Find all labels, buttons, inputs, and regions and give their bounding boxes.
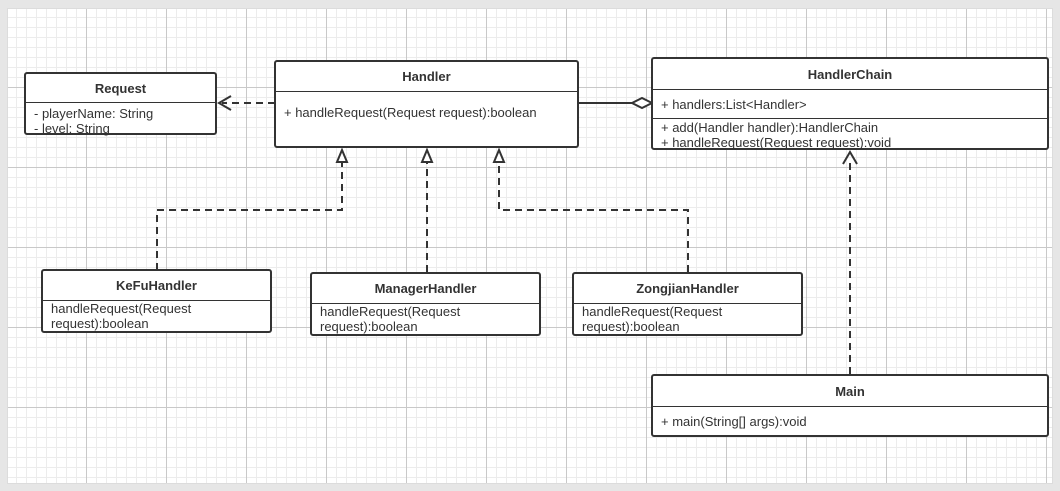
class-request[interactable]: Request - playerName: String - level: St… [24, 72, 217, 136]
realization-zongjian [498, 162, 689, 272]
attributes-section: + handlers:List<Handler> [653, 90, 1047, 119]
operation: + main(String[] args):void [661, 414, 807, 429]
realization-kefu [156, 162, 343, 270]
attribute: + handlers:List<Handler> [661, 97, 807, 112]
operation: + add(Handler handler):HandlerChain [661, 120, 879, 135]
class-handlerchain[interactable]: HandlerChain + handlers:List<Handler> + … [651, 57, 1049, 150]
class-name: ManagerHandler [312, 274, 539, 304]
operation: request):boolean [320, 319, 418, 334]
class-name: ZongjianHandler [574, 274, 801, 304]
operations-section: handleRequest(Request request):boolean [43, 301, 270, 331]
class-name: KeFuHandler [43, 271, 270, 301]
operation: + handleRequest(Request request):boolean [284, 105, 537, 120]
dependency-arrowhead [217, 95, 232, 111]
class-name: HandlerChain [653, 59, 1047, 90]
operation: + handleRequest(Request request):void [661, 135, 892, 150]
class-zongjianhandler[interactable]: ZongjianHandler handleRequest(Request re… [572, 272, 803, 336]
dependency-arrowhead-main [842, 150, 858, 165]
attributes-section: - playerName: String - level: String [26, 103, 215, 136]
operation: request):boolean [51, 316, 149, 331]
class-name: Request [26, 74, 215, 103]
operation: request):boolean [582, 319, 680, 334]
operations-section: handleRequest(Request request):boolean [312, 304, 539, 334]
attribute: - level: String [34, 121, 110, 136]
aggregation-diamond [629, 96, 655, 110]
operation: handleRequest(Request [320, 304, 461, 319]
realization-arrowhead-zongjian [492, 147, 506, 163]
operations-section: + handleRequest(Request request):boolean [276, 92, 577, 120]
operation: handleRequest(Request [582, 304, 723, 319]
class-name: Handler [276, 62, 577, 92]
class-handler[interactable]: Handler + handleRequest(Request request)… [274, 60, 579, 148]
operations-section: + add(Handler handler):HandlerChain + ha… [653, 119, 1047, 150]
operations-section: + main(String[] args):void [653, 407, 1047, 429]
class-main[interactable]: Main + main(String[] args):void [651, 374, 1049, 437]
realization-arrowhead-kefu [335, 147, 349, 163]
class-name: Main [653, 376, 1047, 407]
attribute: - playerName: String [34, 106, 154, 121]
class-managerhandler[interactable]: ManagerHandler handleRequest(Request req… [310, 272, 541, 336]
operations-section: handleRequest(Request request):boolean [574, 304, 801, 334]
realization-arrowhead-manager [420, 147, 434, 163]
operation: handleRequest(Request [51, 301, 192, 316]
class-kefuhandler[interactable]: KeFuHandler handleRequest(Request reques… [41, 269, 272, 333]
